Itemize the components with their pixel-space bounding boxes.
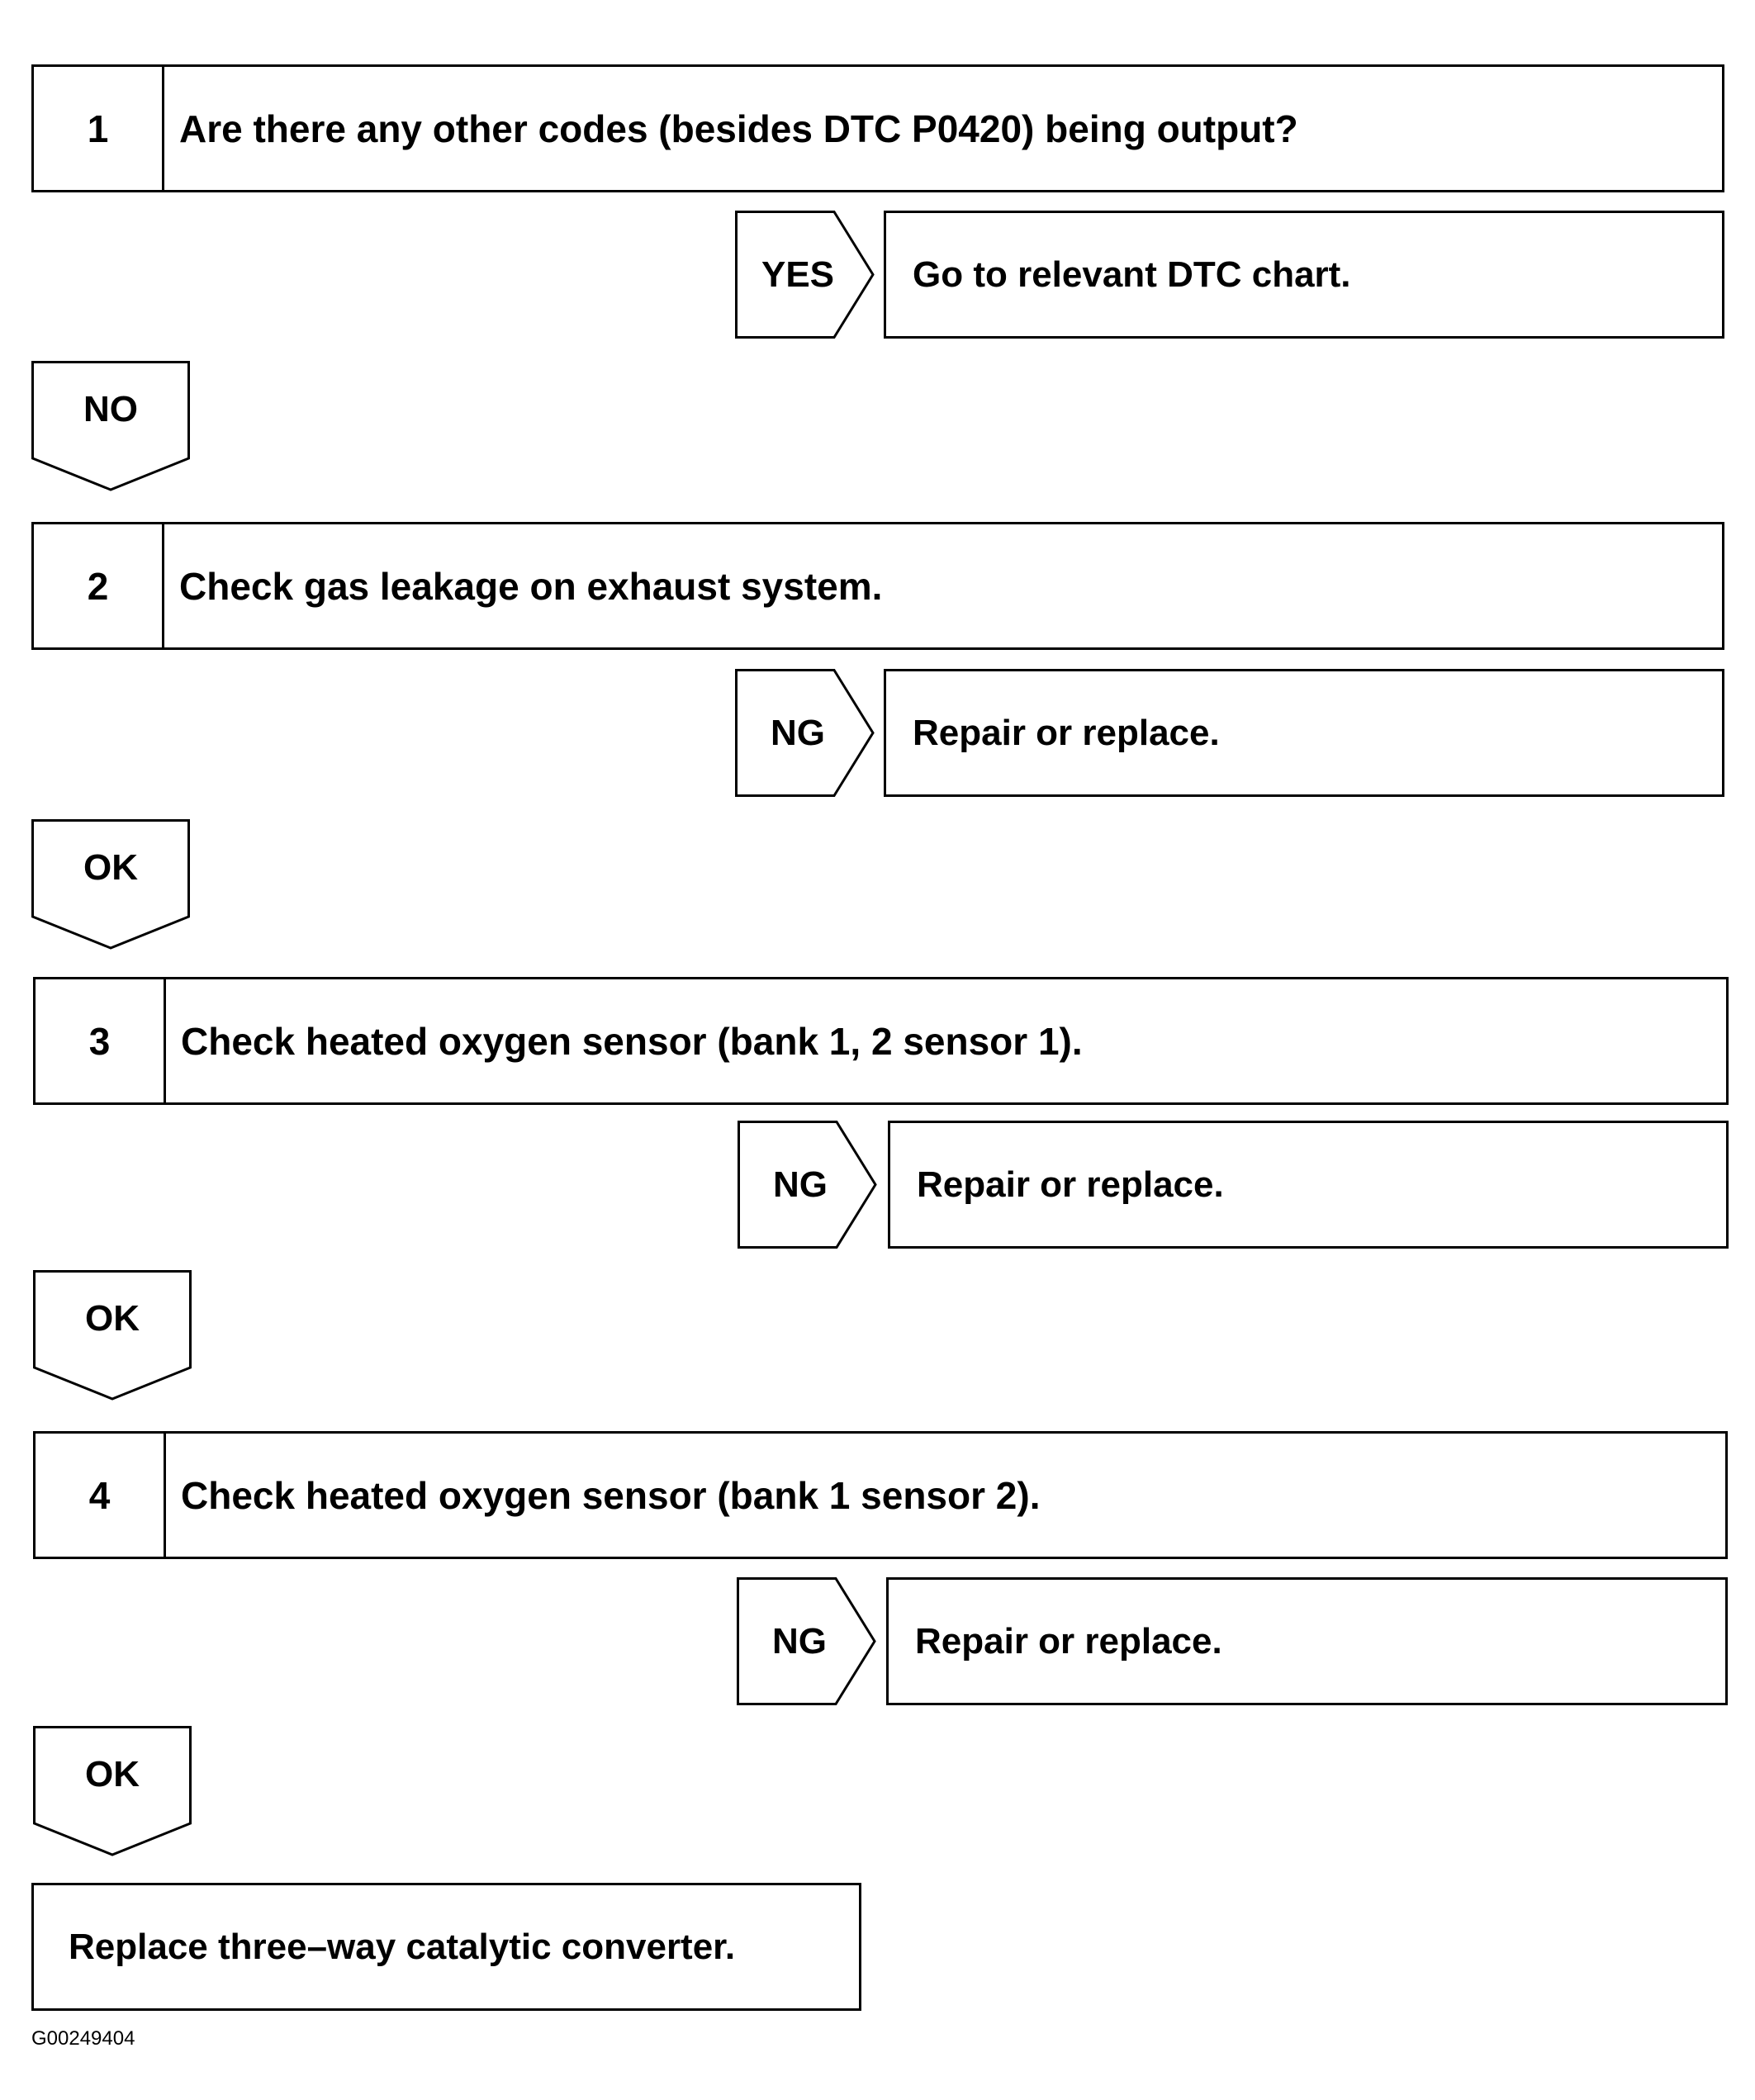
- branch-result-box: Repair or replace.: [888, 1121, 1729, 1249]
- step-number: 1: [34, 67, 164, 190]
- figure-id: G00249404: [31, 2027, 135, 2050]
- step-number: 3: [36, 979, 166, 1102]
- step-3-box: 3 Check heated oxygen sensor (bank 1, 2 …: [33, 977, 1729, 1105]
- ng-branch-arrow: NG: [735, 669, 875, 797]
- step-4-box: 4 Check heated oxygen sensor (bank 1 sen…: [33, 1431, 1728, 1559]
- right-arrow-tag-shape: [737, 1577, 876, 1705]
- step-1-box: 1 Are there any other codes (besides DTC…: [31, 64, 1724, 192]
- ok-continue-arrow: OK: [33, 1270, 192, 1402]
- branch-label: NG: [772, 1620, 827, 1662]
- right-arrow-tag-shape: [735, 669, 875, 797]
- ok-continue-arrow: OK: [33, 1726, 192, 1858]
- continue-label: OK: [85, 1298, 140, 1339]
- down-arrow-tag-shape: [31, 361, 190, 491]
- continue-label: OK: [85, 1754, 140, 1794]
- final-action-box: Replace three–way catalytic converter.: [31, 1883, 861, 2011]
- down-arrow-tag-shape: [33, 1270, 192, 1401]
- step-number: 4: [36, 1434, 166, 1557]
- branch-result-box: Repair or replace.: [886, 1577, 1728, 1705]
- continue-label: OK: [83, 847, 138, 888]
- branch-label: NG: [771, 712, 825, 753]
- ok-continue-arrow: OK: [31, 819, 190, 951]
- step-text: Check heated oxygen sensor (bank 1, 2 se…: [181, 1019, 1083, 1063]
- yes-branch-arrow: YES: [735, 211, 875, 339]
- down-arrow-tag-shape: [31, 819, 190, 950]
- ng-branch-arrow: NG: [737, 1577, 877, 1705]
- no-continue-arrow: NO: [31, 361, 190, 493]
- right-arrow-tag-shape: [735, 211, 875, 339]
- right-arrow-tag-shape: [738, 1121, 877, 1249]
- step-text: Are there any other codes (besides DTC P…: [179, 107, 1298, 150]
- branch-label: NG: [773, 1164, 828, 1205]
- step-number: 2: [34, 524, 164, 647]
- branch-result-box: Repair or replace.: [884, 669, 1724, 797]
- branch-label: YES: [761, 254, 835, 295]
- branch-result-box: Go to relevant DTC chart.: [884, 211, 1724, 339]
- step-text: Check heated oxygen sensor (bank 1 senso…: [181, 1473, 1041, 1517]
- continue-label: NO: [83, 389, 138, 429]
- step-2-box: 2 Check gas leakage on exhaust system.: [31, 522, 1724, 650]
- down-arrow-tag-shape: [33, 1726, 192, 1856]
- ng-branch-arrow: NG: [738, 1121, 878, 1249]
- step-text: Check gas leakage on exhaust system.: [179, 564, 883, 608]
